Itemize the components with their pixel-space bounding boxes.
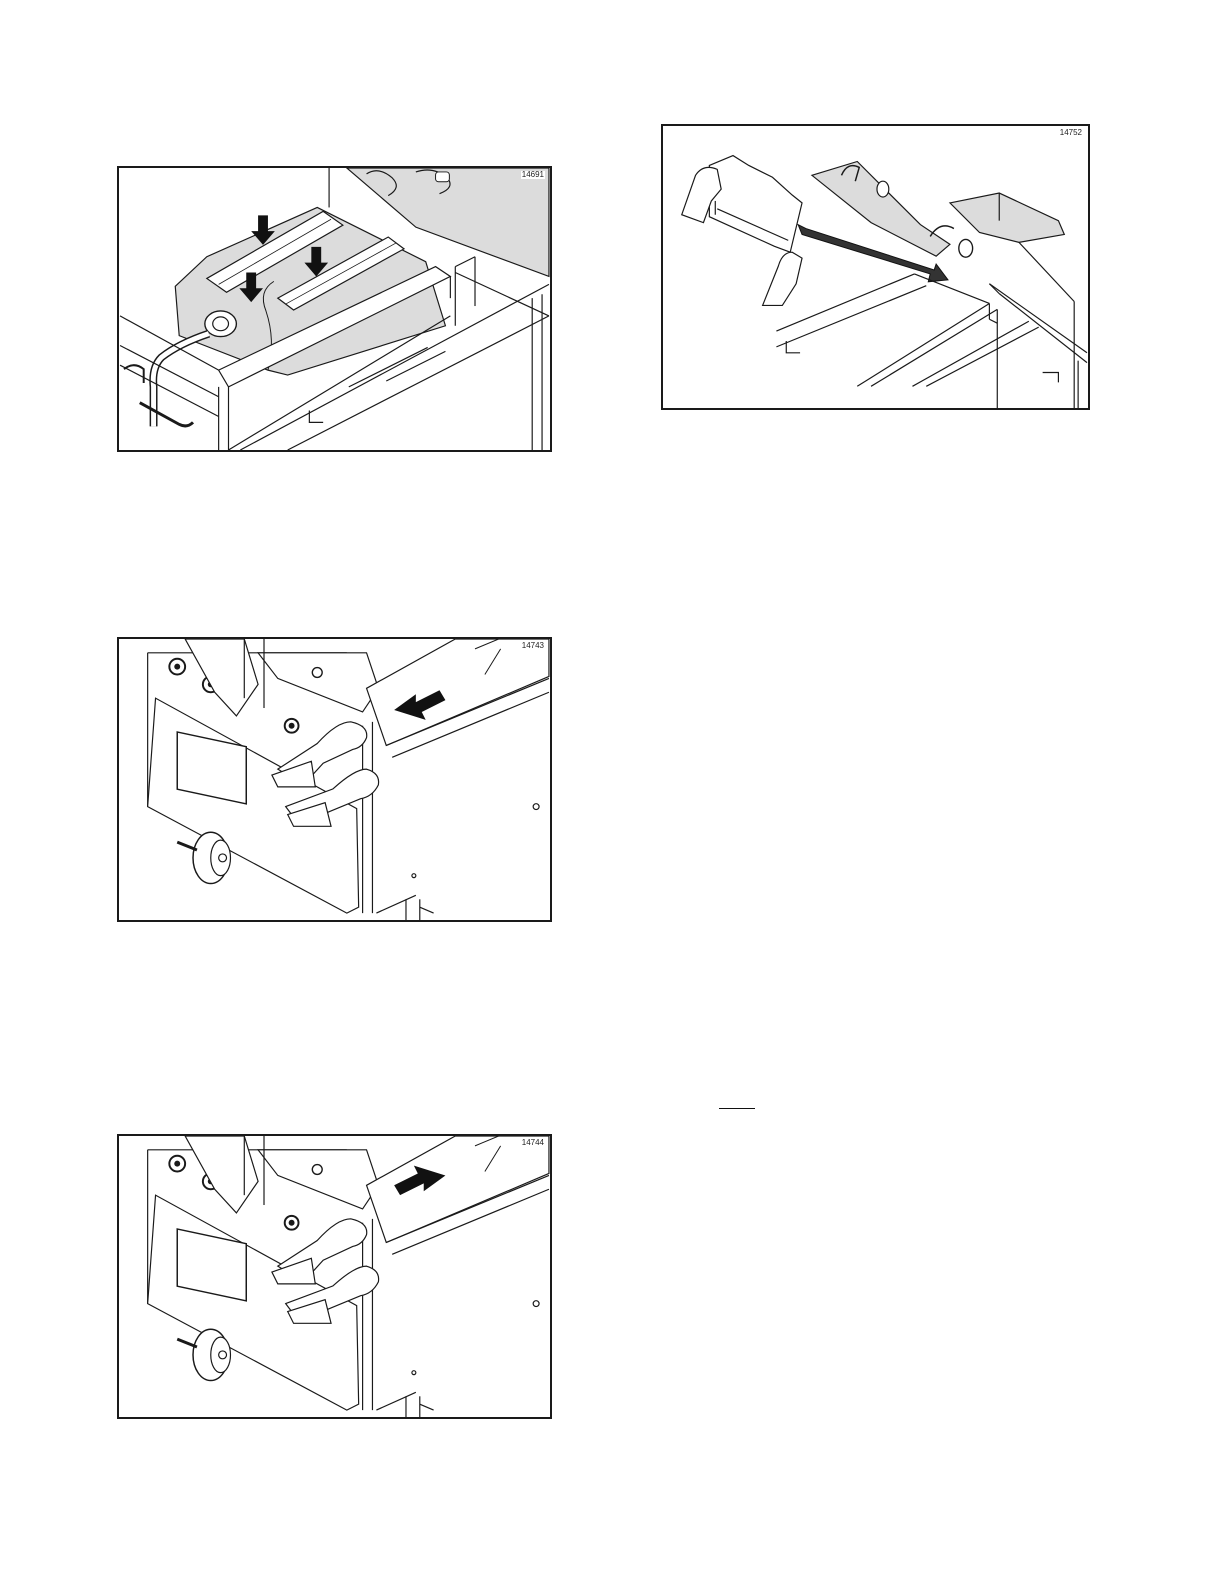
pull-vat-illustration	[119, 1136, 550, 1417]
short-rule	[719, 1108, 755, 1109]
basket-support-illustration	[663, 126, 1088, 408]
figure-heating-elements: 14691	[117, 166, 552, 452]
figure-basket-support: 14752	[661, 124, 1090, 410]
figure-push-vat-in: 14743	[117, 637, 552, 922]
heating-elements-illustration	[119, 168, 550, 450]
figure-number: 14744	[521, 1139, 545, 1147]
figure-number: 14691	[521, 171, 545, 179]
figure-number: 14752	[1059, 129, 1083, 137]
push-vat-illustration	[119, 639, 550, 920]
figure-pull-vat-out: 14744	[117, 1134, 552, 1419]
figure-number: 14743	[521, 642, 545, 650]
